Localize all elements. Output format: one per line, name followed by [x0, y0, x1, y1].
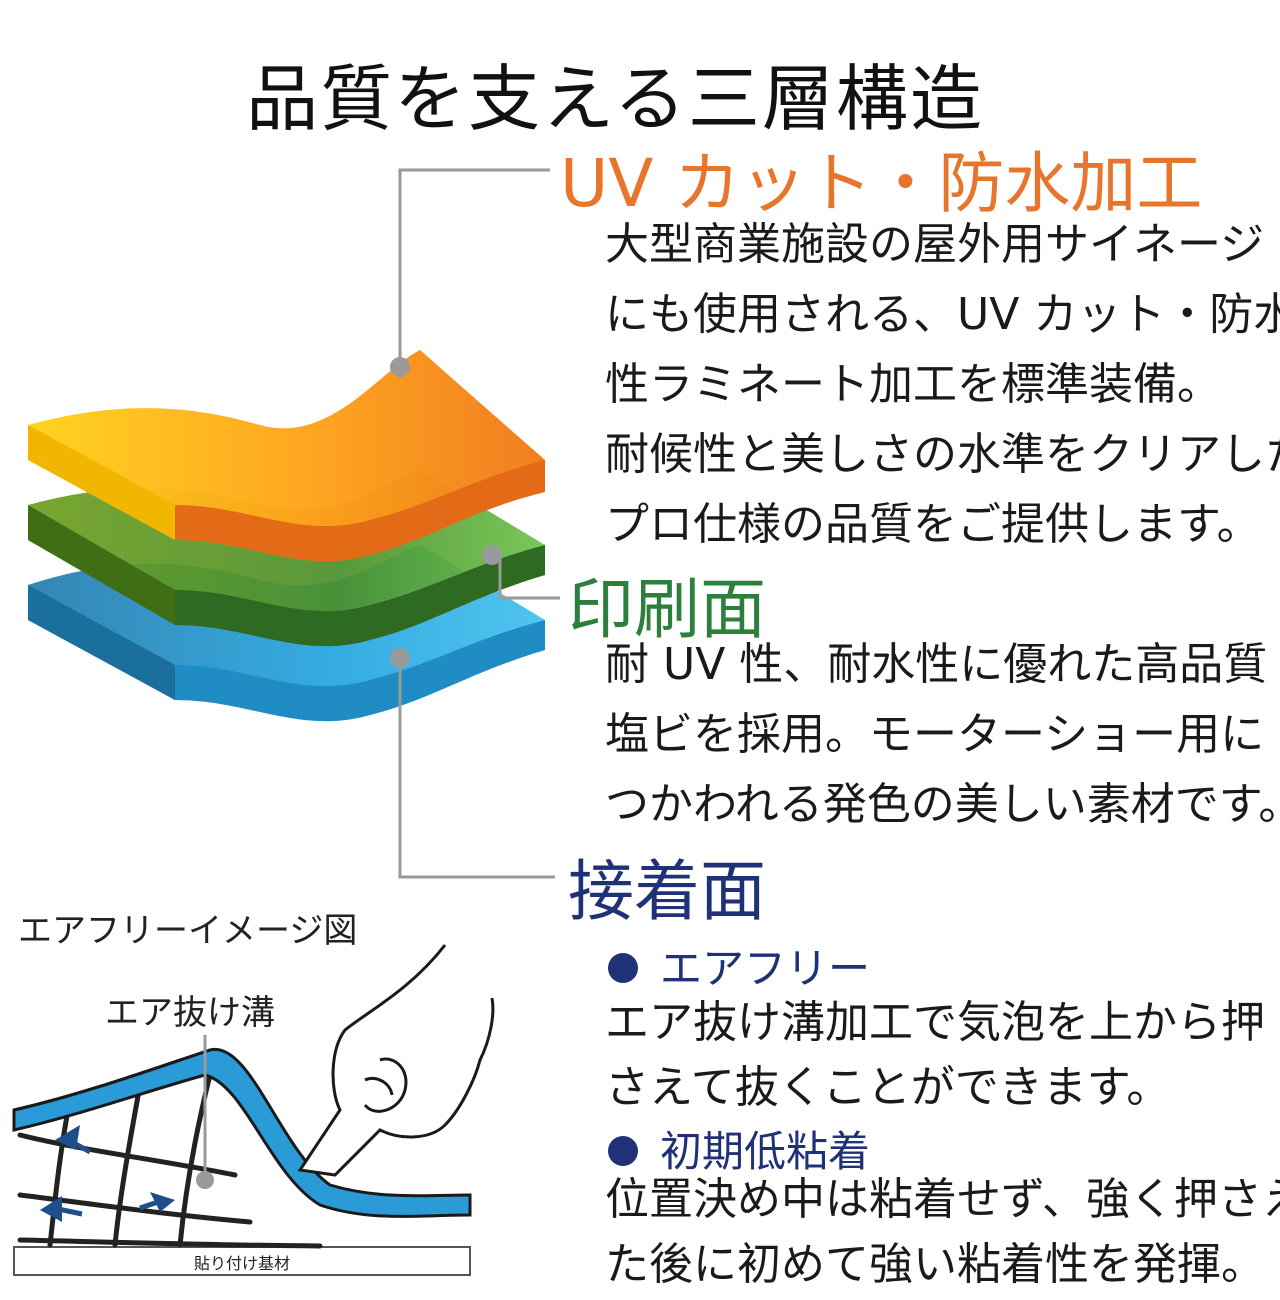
air-free-illustration [12, 944, 495, 1276]
feature-airfree: エアフリー [608, 935, 870, 996]
feature-airfree-label: エアフリー [660, 944, 871, 993]
feature-low-tack-label: 初期低粘着 [660, 1127, 871, 1176]
uv-heading: UV カット・防水加工 [560, 145, 1203, 222]
lowtack-line-2: た後に初めて強い粘着性を発揮。 [605, 1239, 1265, 1290]
airfree-line-1: エア抜け溝加工で気泡を上から押 [605, 997, 1265, 1048]
print-line-3: つかわれる発色の美しい素材です。 [605, 779, 1280, 830]
print-pointer-dot [482, 545, 502, 565]
uv-pointer-dot [390, 357, 410, 377]
hand-shape [297, 944, 495, 1177]
bullet-dot-icon [608, 1135, 638, 1166]
uv-line-3: 性ラミネート加工を標準装備。 [605, 359, 1221, 410]
uv-layer-shape [28, 350, 545, 562]
base-label: 貼り付け基材 [193, 1254, 290, 1273]
groove-label: エア抜け溝 [105, 993, 275, 1033]
print-line-1: 耐 UV 性、耐水性に優れた高品質 [605, 639, 1268, 690]
adhesive-heading: 接着面 [568, 853, 766, 930]
feature-low-tack: 初期低粘着 [608, 1118, 870, 1179]
adhesive-pointer-dot [390, 648, 410, 668]
illustration-caption: エアフリーイメージ図 [18, 911, 358, 951]
uv-line-1: 大型商業施設の屋外用サイネージ [605, 219, 1265, 270]
base-board-shape [13, 1246, 471, 1276]
page-title: 品質を支える三層構造 [246, 57, 984, 141]
bullet-dot-icon [608, 952, 638, 983]
uv-line-2: にも使用される、UV カット・防水 [605, 289, 1280, 340]
print-heading: 印刷面 [568, 571, 766, 648]
uv-line-4: 耐候性と美しさの水準をクリアした [605, 429, 1280, 480]
uv-line-5: プロ仕様の品質をご提供します。 [605, 499, 1261, 550]
airfree-line-2: さえて抜くことができます。 [605, 1062, 1171, 1113]
lowtack-line-1: 位置決め中は粘着せず、強く押さえ [605, 1174, 1280, 1225]
print-line-2: 塩ビを採用。モーターショー用に [605, 709, 1265, 760]
